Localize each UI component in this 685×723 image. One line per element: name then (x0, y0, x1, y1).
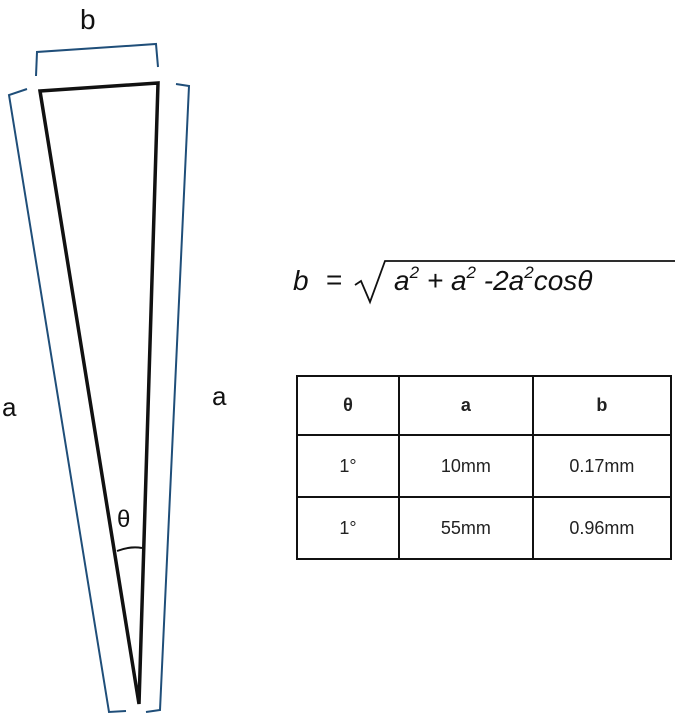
formula-radicand: a2 + a2 -2a2cosθ (394, 263, 593, 297)
values-table: θ a b 1° 10mm 0.17mm 1° 55mm 0.96mm (296, 375, 673, 560)
cell-b: 0.96mm (531, 496, 673, 560)
label-b: b (80, 4, 96, 35)
cell-theta: 1° (296, 496, 400, 560)
cell-a: 55mm (397, 496, 534, 560)
formula-exp3: 2 (524, 263, 534, 282)
formula-term1: a (394, 265, 410, 296)
radical-sign (354, 260, 675, 305)
label-a-left: a (2, 392, 17, 422)
header-theta: θ (296, 375, 400, 436)
table-row: 1° 55mm 0.96mm (296, 496, 673, 560)
label-theta: θ (117, 506, 131, 533)
bracket-b (35, 42, 159, 77)
formula-equals: = (326, 264, 343, 295)
formula-lhs: b (293, 265, 309, 296)
cell-theta: 1° (296, 434, 400, 498)
cell-b: 0.17mm (531, 434, 673, 498)
cell-a: 10mm (397, 434, 534, 498)
table-row: 1° 10mm 0.17mm (296, 434, 673, 498)
angle-arc (116, 546, 143, 552)
formula-term2: + a (426, 265, 467, 296)
label-a-right: a (212, 381, 227, 411)
formula-term3: -2a (483, 265, 525, 296)
table-header-row: θ a b (296, 375, 673, 436)
formula: b = a2 + a2 -2a2cosθ (290, 258, 680, 308)
formula-exp1: 2 (409, 263, 420, 282)
header-a: a (397, 375, 534, 436)
triangle (37, 81, 160, 705)
header-b: b (531, 375, 673, 436)
bracket-a-right (145, 83, 191, 713)
formula-tail: cosθ (533, 265, 593, 296)
bracket-a-left (7, 88, 127, 714)
formula-exp2: 2 (466, 263, 476, 282)
